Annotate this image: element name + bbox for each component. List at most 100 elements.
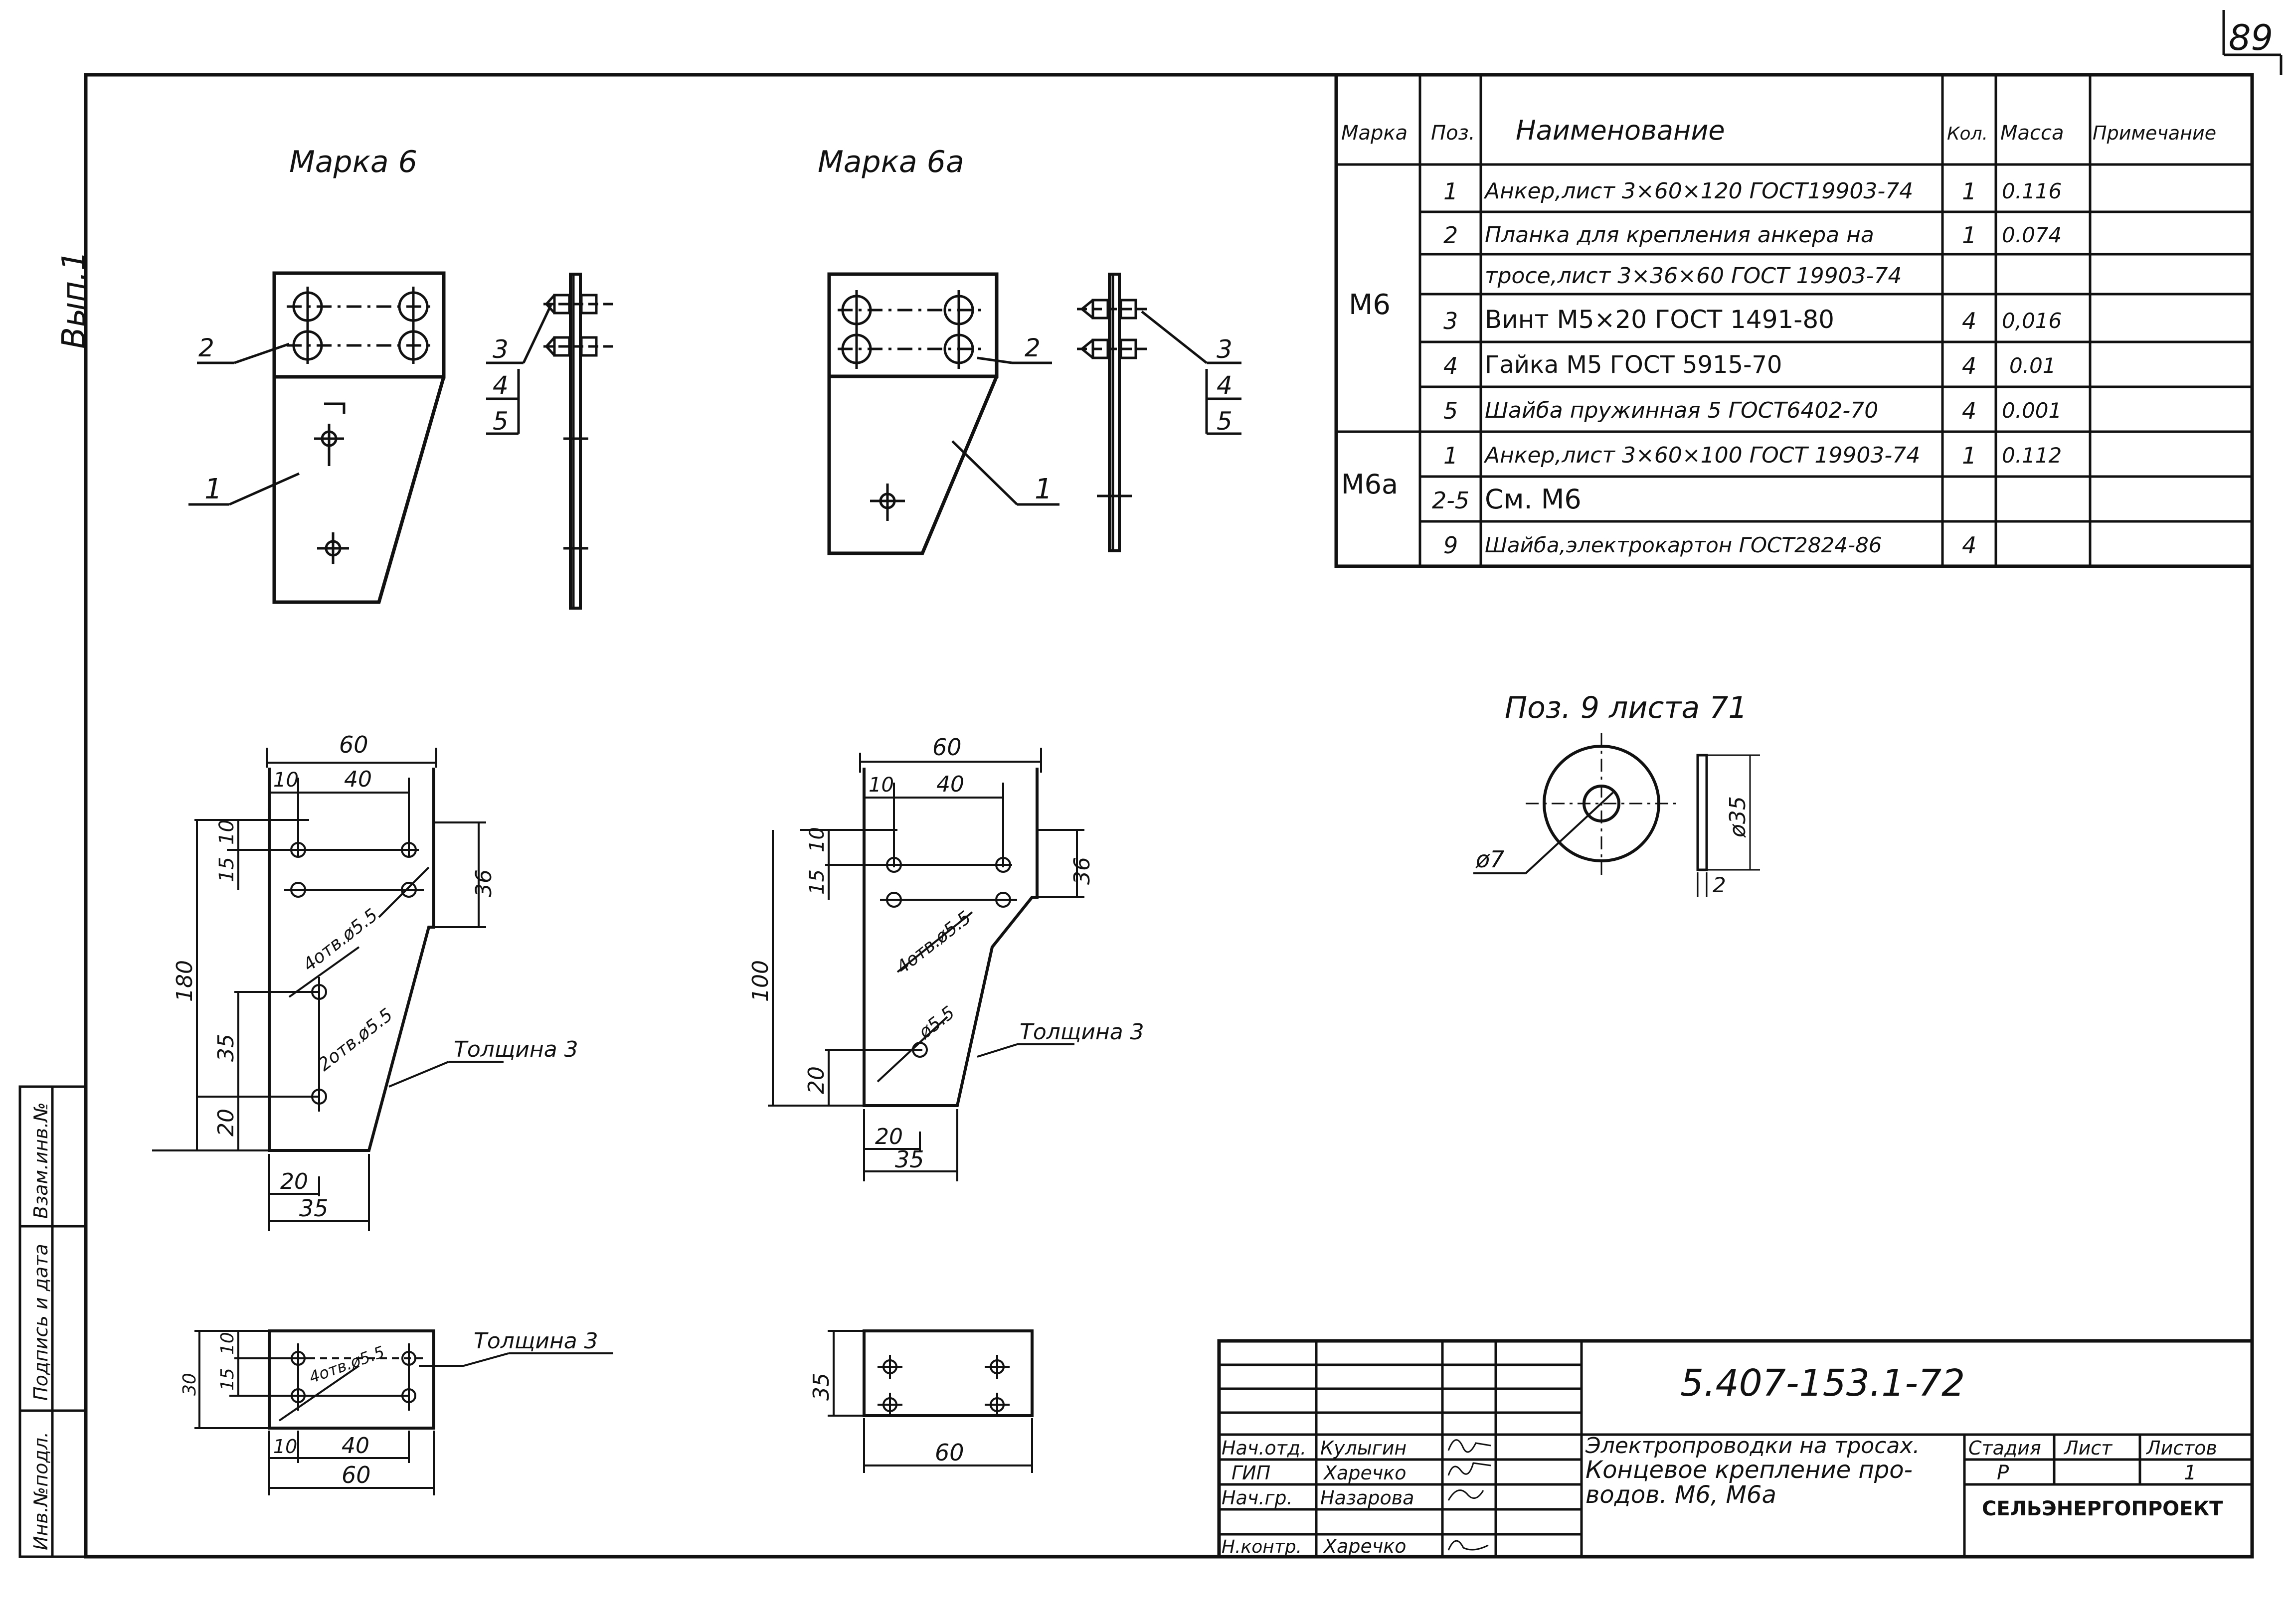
stamp-inv: Инв.№подл. bbox=[30, 1432, 52, 1550]
spec-name: Шайба,электрокартон ГОСТ2824-86 bbox=[1485, 533, 1882, 557]
m6-dim-60: 60 bbox=[339, 731, 368, 758]
spec-mass: 0.116 bbox=[2002, 179, 2062, 203]
m6a-dim-holes bbox=[880, 857, 1017, 1058]
m6a-dim-100: 100 bbox=[748, 960, 773, 1002]
mark6a-anchor-view bbox=[827, 272, 999, 555]
spec-mass: 0.074 bbox=[2002, 223, 2062, 247]
m6-strap-30: 30 bbox=[179, 1373, 200, 1396]
m6-anchor-dim-drawing bbox=[268, 768, 435, 1152]
spec-qty: 4 bbox=[1962, 397, 1976, 424]
side-callout-4: 4 bbox=[493, 371, 509, 400]
m6-strap-drawing bbox=[268, 1329, 435, 1430]
spec-qty: 1 bbox=[1962, 442, 1976, 469]
page-number: 89 bbox=[2229, 17, 2273, 58]
spec-mass: 0,016 bbox=[2002, 309, 2062, 333]
spec-pos: 3 bbox=[1443, 308, 1458, 334]
spec-pos: 2-5 bbox=[1432, 487, 1469, 514]
spec-mark-m6a: М6а bbox=[1341, 469, 1398, 500]
m6-dim-40: 40 bbox=[344, 767, 372, 792]
spec-pos: 1 bbox=[1443, 442, 1458, 469]
m6-dim-15: 15 bbox=[215, 857, 238, 882]
stamp-sign: Подпись и дата bbox=[30, 1244, 52, 1401]
mark6a-holes bbox=[838, 290, 982, 521]
mark6a-side-callouts bbox=[1141, 311, 1241, 435]
title-block-grid bbox=[1217, 1339, 2254, 1559]
spec-mass: 0.112 bbox=[2002, 443, 2062, 468]
m6-strap-40: 40 bbox=[342, 1433, 369, 1459]
m6a-anchor-dim-lines bbox=[768, 748, 1084, 1181]
side-callout-5a: 5 bbox=[1217, 407, 1233, 436]
m6-dim-20: 20 bbox=[280, 1169, 308, 1194]
role-name: Кулыгин bbox=[1320, 1437, 1407, 1459]
description-line-1: Электропроводки на тросах. bbox=[1585, 1433, 1920, 1459]
spec-header-name: Наименование bbox=[1516, 115, 1725, 146]
mark6-side-callouts bbox=[486, 304, 552, 435]
m6-dim-180: 180 bbox=[172, 960, 197, 1002]
pos9-title: Поз. 9 листа 71 bbox=[1505, 690, 1748, 725]
pos9-thickness: 2 bbox=[1713, 873, 1726, 897]
spec-header-qty: Кол. bbox=[1947, 124, 1988, 144]
role-name: Харечко bbox=[1323, 1535, 1406, 1557]
spec-header-mark: Марка bbox=[1341, 122, 1408, 145]
spec-pos: 5 bbox=[1443, 397, 1458, 424]
m6-holes-4: 4отв.ø5.5 bbox=[299, 905, 381, 975]
side-callout-5: 5 bbox=[493, 407, 509, 436]
sheets-value: 1 bbox=[2184, 1462, 2196, 1484]
spec-table-grid bbox=[1334, 73, 2254, 568]
spec-pos: 2 bbox=[1443, 222, 1458, 249]
pos9-d-outer: ø35 bbox=[1725, 796, 1751, 838]
spec-row: 3 Винт М5×20 ГОСТ 1491-80 4 0,016 bbox=[1443, 305, 2062, 334]
spec-header-mass: Масса bbox=[2000, 122, 2064, 145]
sheets-label: Листов bbox=[2145, 1437, 2217, 1459]
stage-value: Р bbox=[1997, 1462, 2009, 1484]
m6-strap-60: 60 bbox=[342, 1462, 371, 1488]
m6-dim-35: 35 bbox=[299, 1195, 329, 1222]
m6-strap-dims bbox=[194, 1330, 613, 1495]
org-name: СЕЛЬЭНЕРГОПРОЕКТ bbox=[1982, 1497, 2223, 1520]
spec-name: Анкер,лист 3×60×120 ГОСТ19903-74 bbox=[1483, 178, 1913, 204]
m6-strap-holes: 4отв.ø5.5 bbox=[307, 1342, 387, 1387]
spec-row: 2-5 См. М6 bbox=[1432, 484, 1582, 515]
m6a-dim-20v: 20 bbox=[804, 1066, 829, 1094]
mark6-side-view bbox=[543, 273, 613, 610]
spec-row: тросе,лист 3×36×60 ГОСТ 19903-74 bbox=[1485, 263, 1902, 289]
sheet-label: Лист bbox=[2063, 1437, 2113, 1459]
m6-dim-10v: 10 bbox=[215, 819, 238, 845]
spec-mass: 0.01 bbox=[2009, 353, 2056, 378]
callout-1a: 1 bbox=[1035, 473, 1053, 505]
role-label: ГИП bbox=[1232, 1462, 1270, 1484]
spec-row: 1 Анкер,лист 3×60×100 ГОСТ 19903-74 1 0.… bbox=[1443, 442, 2062, 469]
signatures bbox=[1447, 1439, 1491, 1551]
spec-qty: 4 bbox=[1962, 308, 1976, 334]
callout-2a: 2 bbox=[1025, 333, 1041, 362]
m6-holes-2: 2отв.ø5.5 bbox=[314, 1004, 396, 1075]
spec-row: 2 Планка для крепления анкера на 1 0.074 bbox=[1443, 222, 2062, 249]
spec-table: Марка Поз. Наименование Кол. Масса Приме… bbox=[1334, 73, 2254, 568]
pos9-washer bbox=[1473, 733, 1678, 875]
m6-anchor-dim-lines bbox=[152, 748, 504, 1231]
stage-label: Стадия bbox=[1968, 1437, 2041, 1459]
spec-qty: 1 bbox=[1962, 178, 1976, 205]
m6a-dim-36: 36 bbox=[1069, 857, 1095, 885]
spec-pos: 9 bbox=[1443, 532, 1458, 559]
m6a-hole-1: ø5.5 bbox=[915, 1002, 959, 1043]
m6a-thickness: Толщина 3 bbox=[1020, 1019, 1144, 1045]
m6a-dim-20: 20 bbox=[875, 1124, 903, 1149]
m6-strap-thickness: Толщина 3 bbox=[474, 1328, 598, 1354]
callout-2: 2 bbox=[198, 333, 214, 362]
pos9-d-inner: ø7 bbox=[1475, 846, 1504, 873]
side-callout-4a: 4 bbox=[1217, 371, 1233, 400]
mark6-title: Марка 6 bbox=[289, 145, 417, 179]
sheet-frame bbox=[84, 10, 2283, 1559]
spec-qty: 1 bbox=[1962, 222, 1976, 249]
mark6a-side-view bbox=[1077, 273, 1152, 552]
spec-pos: 1 bbox=[1443, 178, 1458, 205]
mark6a-callout-leaders bbox=[951, 356, 1059, 506]
m6a-strap-35: 35 bbox=[809, 1373, 834, 1401]
m6a-dim-10v: 10 bbox=[806, 827, 829, 852]
m6a-dim-60: 60 bbox=[932, 734, 962, 761]
role-name: Назарова bbox=[1320, 1487, 1414, 1509]
spec-name: Анкер,лист 3×60×100 ГОСТ 19903-74 bbox=[1483, 443, 1920, 468]
m6-dim-35v: 35 bbox=[213, 1034, 239, 1062]
